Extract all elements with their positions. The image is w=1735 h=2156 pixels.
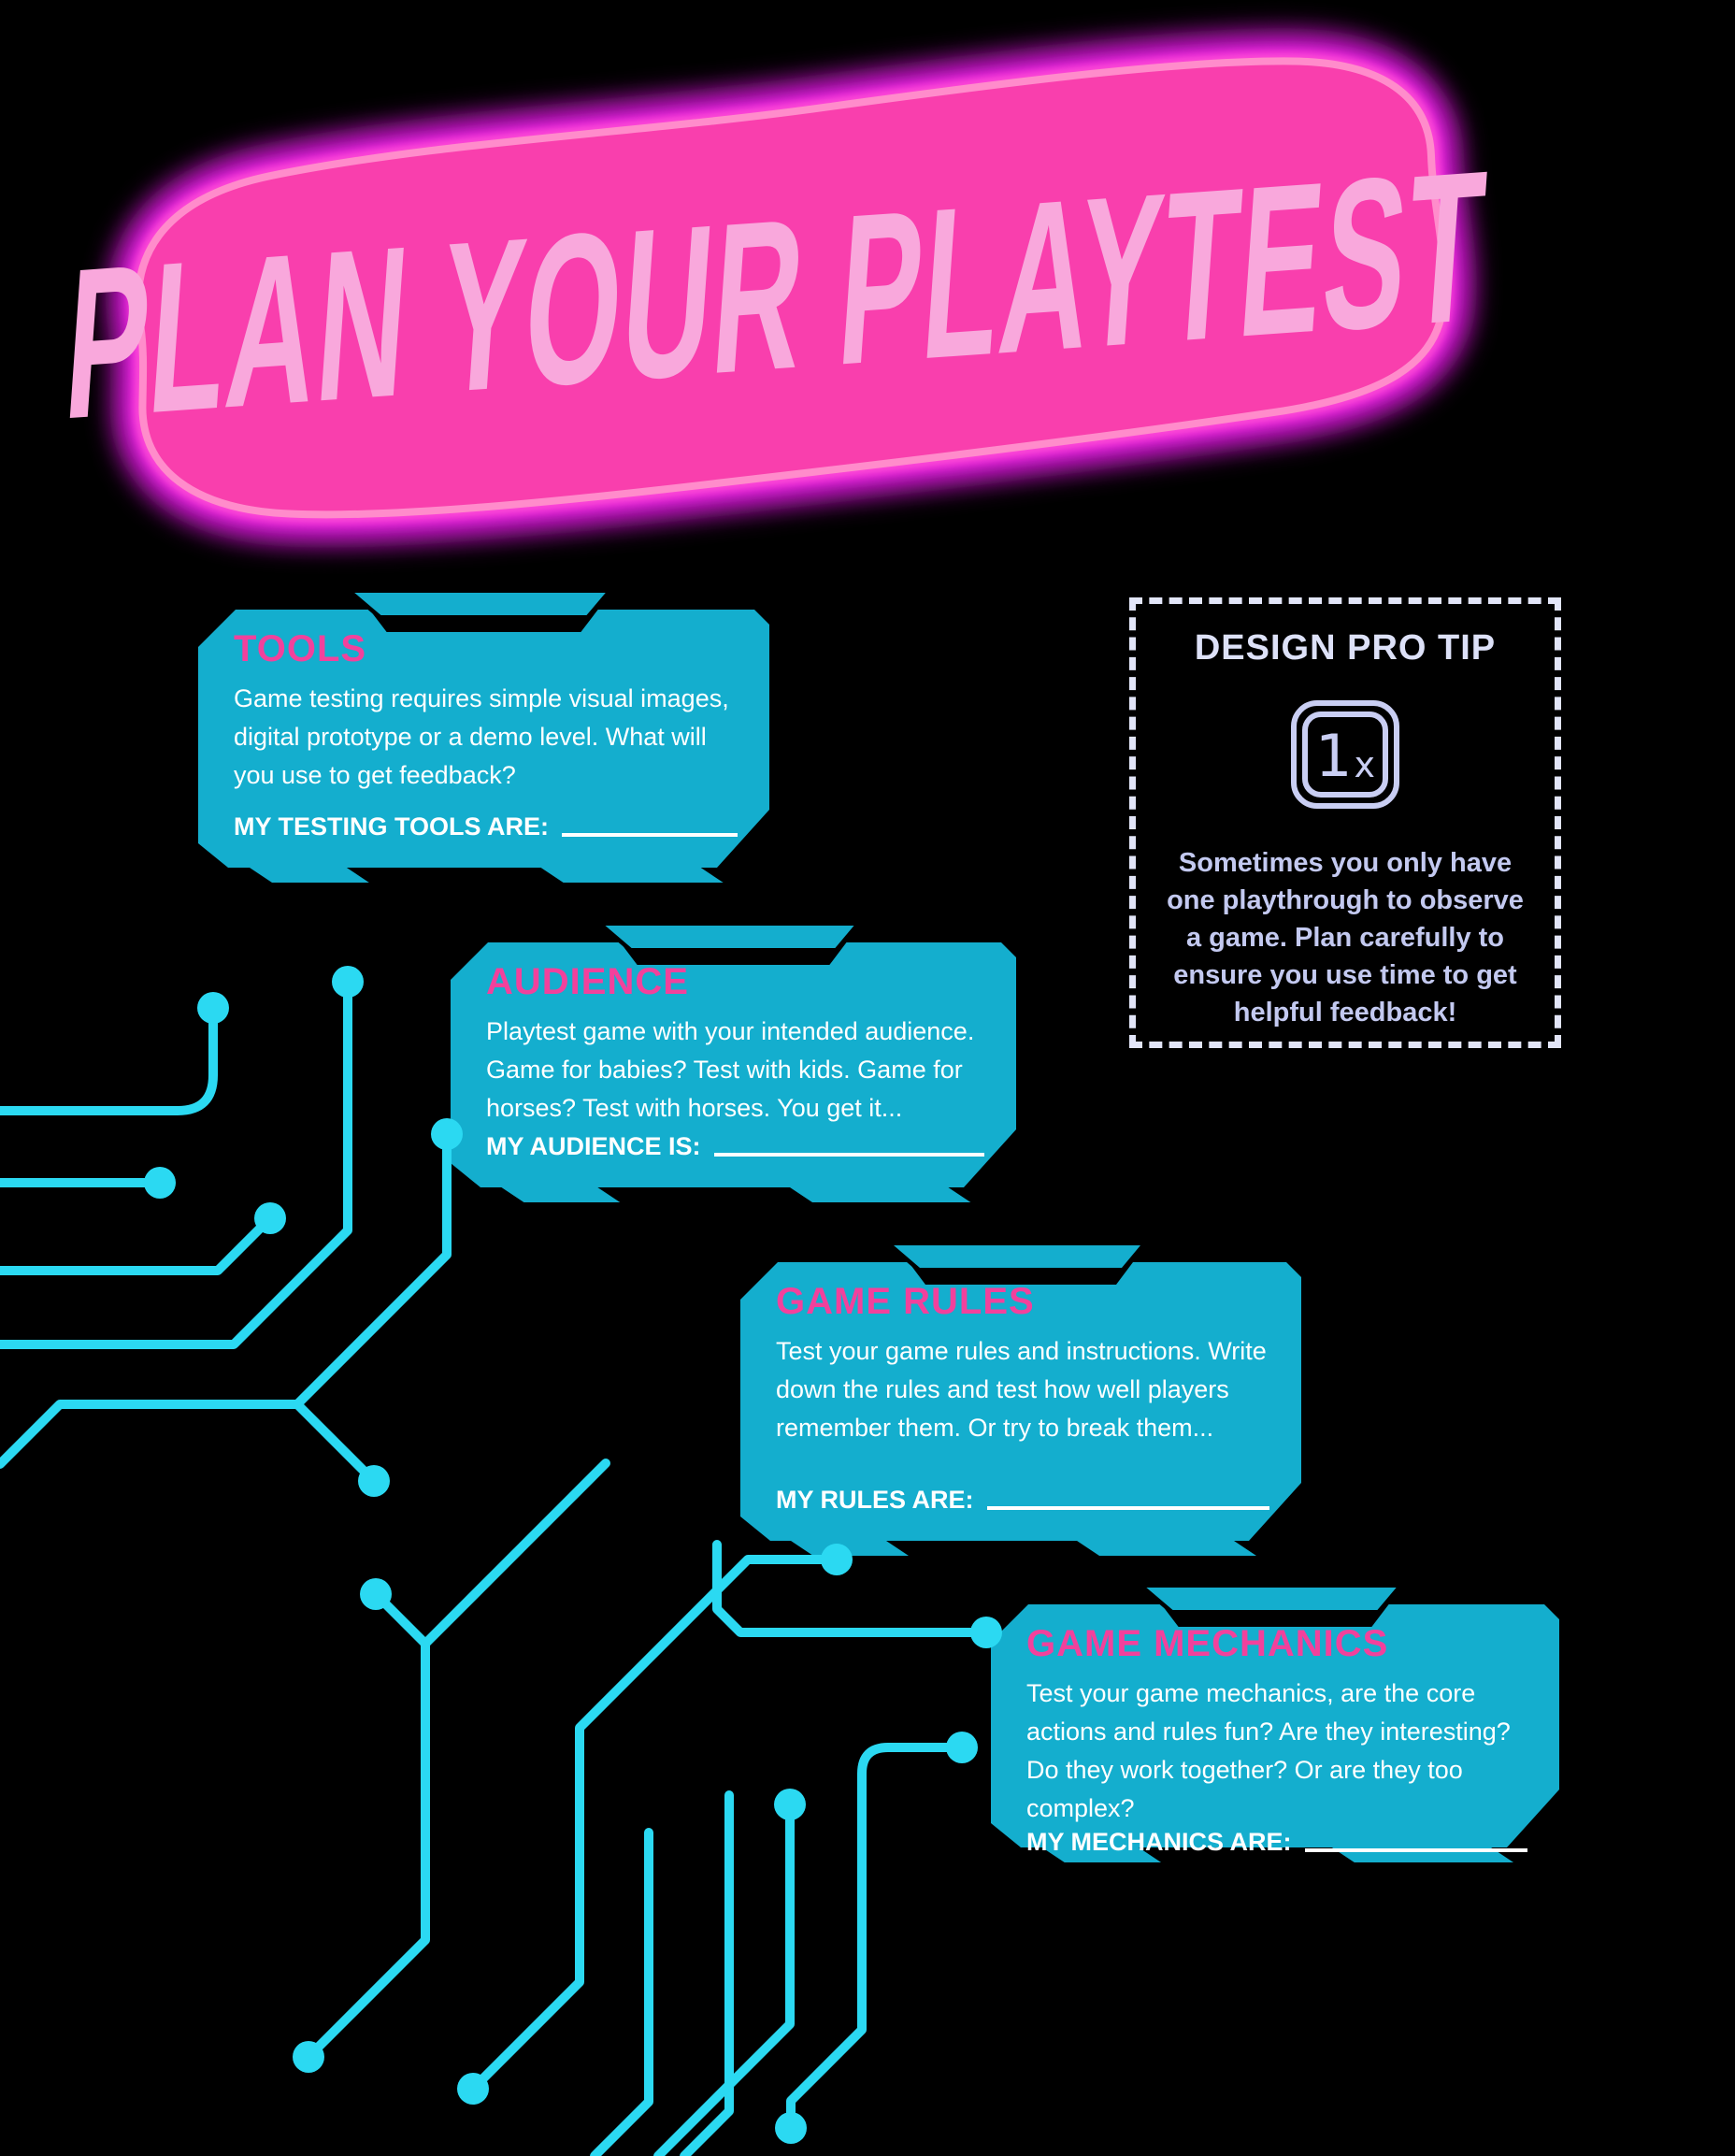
- card-plate: [740, 1262, 1301, 1556]
- card-audience: AUDIENCE Playtest game with your intende…: [451, 942, 1016, 1187]
- circuit-node-dot: [775, 2112, 807, 2144]
- card-top-tab: [882, 1241, 1150, 1272]
- circuit-node-dot: [774, 1789, 806, 1820]
- one-playthrough-1x-icon-inner: 1 x: [1302, 711, 1388, 798]
- icon-letter-x: x: [1354, 744, 1375, 785]
- card-game-mechanics-fill-in-row: MY MECHANICS ARE:: [1026, 1828, 1527, 1857]
- circuit-trace: [304, 1589, 430, 2062]
- card-tools-body: Game testing requires simple visual imag…: [234, 684, 729, 790]
- card-tools-blank-line: [562, 833, 738, 837]
- circuit-node-dot: [144, 1167, 176, 1199]
- circuit-trace: [590, 1828, 653, 2156]
- circuit-node-dot: [821, 1544, 853, 1575]
- card-game-mechanics-heading: GAME MECHANICS: [1026, 1623, 1389, 1664]
- card-game-mechanics-body: Test your game mechanics, are the core a…: [1026, 1679, 1511, 1823]
- card-top-tab: [342, 588, 615, 620]
- circuit-trace: [653, 1800, 795, 2156]
- circuit-trace: [293, 1129, 452, 1409]
- circuit-node-dot: [431, 1118, 463, 1150]
- card-tools: TOOLS Game testing requires simple visua…: [198, 610, 769, 868]
- card-audience-label: MY AUDIENCE IS:: [486, 1132, 701, 1160]
- card-plate: [198, 610, 769, 883]
- circuit-node-dot: [457, 2073, 489, 2105]
- circuit-node-dot: [946, 1732, 978, 1763]
- card-game-rules-fill-in-row: MY RULES ARE:: [776, 1486, 1269, 1515]
- card-tools-label: MY TESTING TOOLS ARE:: [234, 812, 550, 841]
- circuit-trace: [680, 1790, 734, 2156]
- card-tools-heading: TOOLS: [234, 628, 367, 669]
- circuit-node-dot: [360, 1578, 392, 1610]
- card-plates: [198, 588, 1559, 1862]
- circuit-node-dot: [197, 992, 229, 1024]
- design-pro-tip-box: DESIGN PRO TIP 1 x Sometimes you only ha…: [1129, 597, 1561, 1048]
- card-plate: [991, 1604, 1559, 1862]
- card-audience-fill-in-row: MY AUDIENCE IS:: [486, 1132, 984, 1161]
- circuit-trace: [0, 1003, 218, 1115]
- circuit-node-dot: [358, 1465, 390, 1497]
- design-pro-tip-body: Sometimes you only have one playthrough …: [1167, 848, 1524, 1028]
- circuit-node-dot: [970, 1617, 1002, 1648]
- circuit-trace: [712, 1540, 991, 1637]
- circuit-node-dot: [254, 1202, 286, 1234]
- design-pro-tip-heading: DESIGN PRO TIP: [1194, 628, 1497, 668]
- card-game-mechanics-blank-line: [1304, 1848, 1527, 1853]
- title-neon-blob: [105, 28, 1477, 548]
- circuit-trace: [468, 1555, 841, 2093]
- card-top-tab: [594, 921, 864, 953]
- circuit-trace: [0, 977, 352, 1349]
- card-game-mechanics: GAME MECHANICS Test your game mechanics,…: [991, 1604, 1559, 1856]
- card-audience-body: Playtest game with your intended audienc…: [486, 1017, 975, 1123]
- circuit-node-dot: [332, 966, 364, 998]
- card-top-tab: [1135, 1583, 1406, 1615]
- circuit-trace: [293, 1400, 379, 1486]
- one-playthrough-1x-icon: 1 x: [1291, 700, 1399, 809]
- circuit-trace: [0, 1214, 275, 1275]
- circuit-node-dot: [293, 2041, 324, 2073]
- card-game-rules-blank-line: [986, 1506, 1269, 1510]
- card-game-rules: GAME RULES Test your game rules and inst…: [740, 1262, 1301, 1541]
- card-game-mechanics-label: MY MECHANICS ARE:: [1026, 1828, 1292, 1857]
- circuit-trace: [786, 1743, 967, 2133]
- card-plate: [451, 942, 1016, 1202]
- card-audience-heading: AUDIENCE: [486, 961, 689, 1002]
- card-game-rules-heading: GAME RULES: [776, 1281, 1035, 1322]
- card-audience-blank-line: [713, 1153, 984, 1157]
- card-game-rules-label: MY RULES ARE:: [776, 1486, 974, 1514]
- circuit-trace: [0, 1400, 302, 1469]
- card-game-rules-body: Test your game rules and instructions. W…: [776, 1337, 1267, 1443]
- circuit-traces: [0, 966, 1002, 2156]
- icon-digit-one: 1: [1315, 722, 1353, 791]
- circuit-trace: [421, 1459, 610, 1648]
- card-tools-fill-in-row: MY TESTING TOOLS ARE:: [234, 812, 738, 841]
